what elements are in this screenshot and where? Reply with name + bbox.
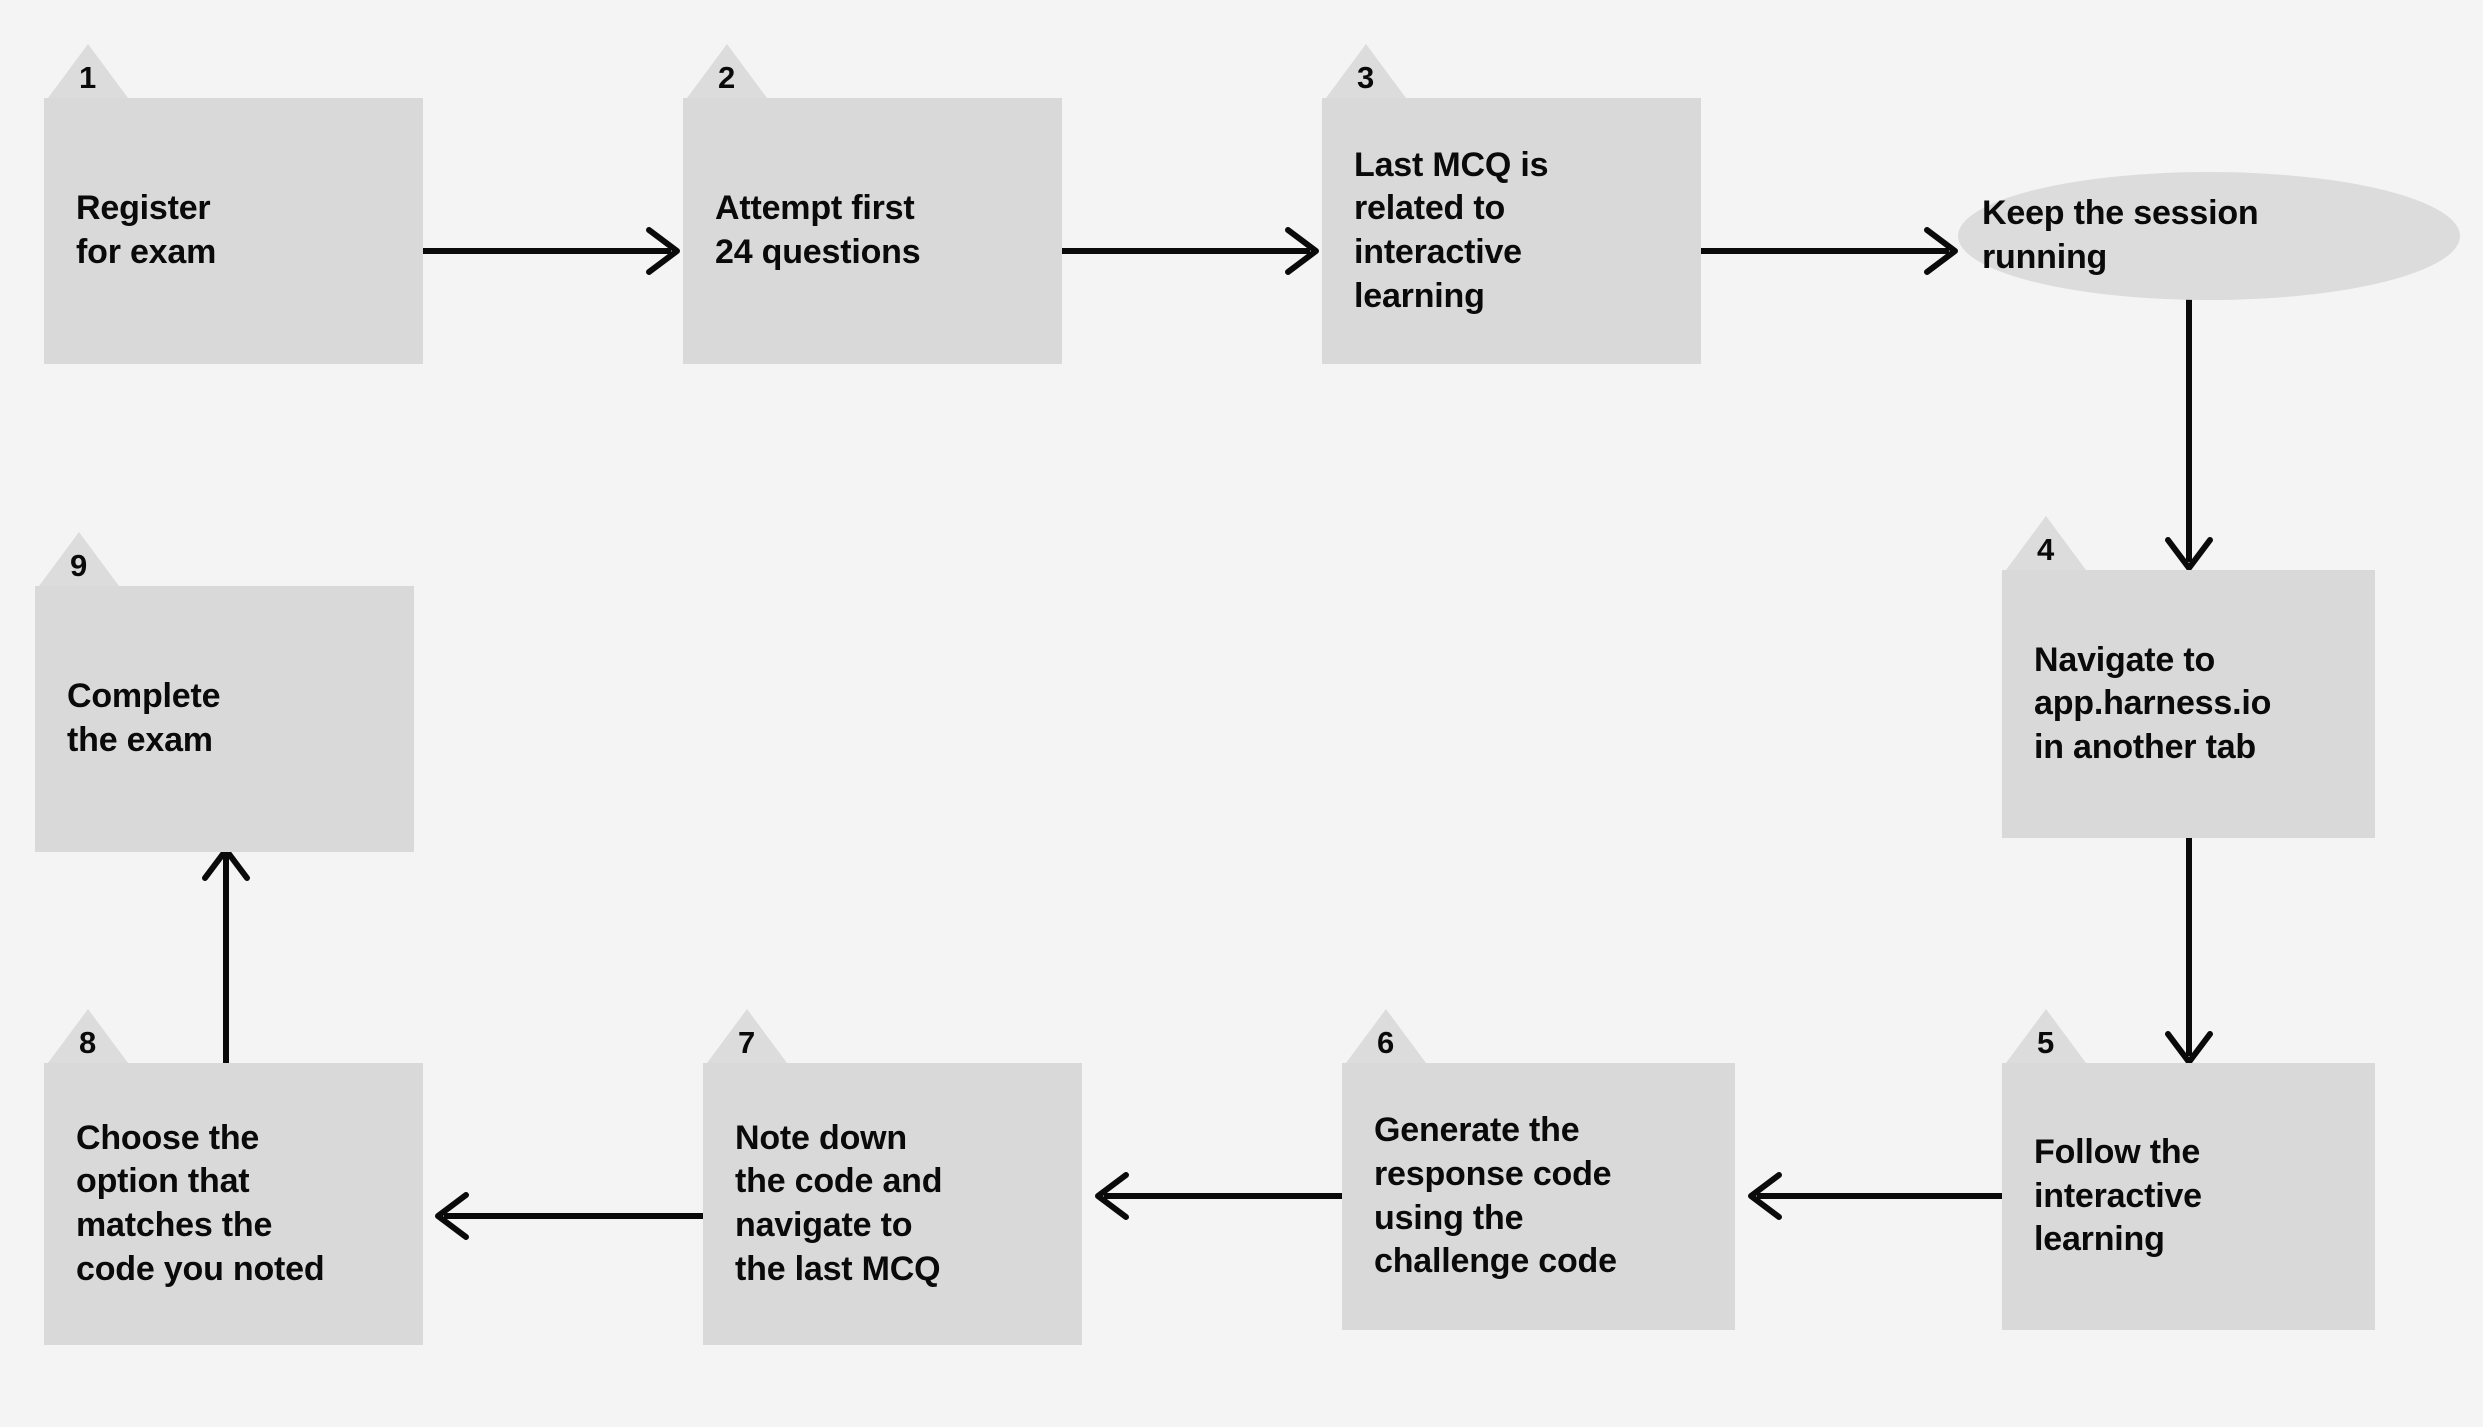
node-label-8: Choose the option that matches the code …: [76, 1118, 325, 1288]
node-navigate-to-app-harness-io[interactable]: Navigate to app.harness.io in another ta…: [2002, 570, 2375, 838]
badge-number-5: 5: [2037, 1025, 2055, 1060]
node-label-session: Keep the session running: [1982, 194, 2259, 276]
badge-triangle-3: [1326, 44, 1406, 98]
node-last-mcq-interactive-learning[interactable]: Last MCQ is related to interactive learn…: [1322, 98, 1701, 364]
badge-triangle-9: [39, 532, 119, 586]
badge-number-2: 2: [718, 60, 736, 95]
edge-n8-to-n9: [202, 847, 250, 1066]
node-label-1: Register for exam: [76, 189, 217, 271]
node-complete-the-exam[interactable]: Complete the exam: [35, 586, 414, 852]
edge-n5-to-n6: [1748, 1172, 2005, 1220]
badge-triangle-5: [2006, 1009, 2086, 1063]
badge-triangle-7: [707, 1009, 787, 1063]
node-label-7: Note down the code and navigate to the l…: [735, 1118, 943, 1288]
badge-triangle-4: [2006, 516, 2086, 570]
edge-n3-to-session: [1701, 227, 1958, 275]
node-choose-matching-option[interactable]: Choose the option that matches the code …: [44, 1063, 423, 1345]
badge-number-9: 9: [70, 548, 88, 583]
badge-number-4: 4: [2037, 532, 2055, 567]
badge-number-6: 6: [1377, 1025, 1395, 1060]
node-generate-response-code[interactable]: Generate the response code using the cha…: [1342, 1063, 1735, 1330]
edge-n7-to-n8: [435, 1192, 706, 1240]
badge-number-7: 7: [738, 1025, 756, 1060]
node-note-down-the-code[interactable]: Note down the code and navigate to the l…: [703, 1063, 1082, 1345]
edge-session-to-n4: [2165, 296, 2213, 571]
node-label-3: Last MCQ is related to interactive learn…: [1354, 145, 1549, 315]
edge-n4-to-n5: [2165, 838, 2213, 1065]
edge-n6-to-n7: [1095, 1172, 1346, 1220]
badge-number-1: 1: [79, 60, 97, 95]
node-label-9: Complete the exam: [67, 677, 221, 759]
node-label-5: Follow the interactive learning: [2034, 1133, 2202, 1259]
edge-n2-to-n3: [1062, 227, 1319, 275]
badge-triangle-1: [48, 44, 128, 98]
node-label-4: Navigate to app.harness.io in another ta…: [2034, 640, 2272, 766]
node-follow-the-interactive-learning[interactable]: Follow the interactive learning: [2002, 1063, 2375, 1330]
badge-triangle-2: [687, 44, 767, 98]
badge-triangle-6: [1346, 1009, 1426, 1063]
badge-number-8: 8: [79, 1025, 97, 1060]
node-register-for-exam[interactable]: Register for exam: [44, 98, 423, 364]
badge-number-3: 3: [1357, 60, 1375, 95]
edge-n1-to-n2: [423, 227, 680, 275]
node-label-6: Generate the response code using the cha…: [1374, 1111, 1617, 1281]
badge-triangle-8: [48, 1009, 128, 1063]
node-attempt-first-24-questions[interactable]: Attempt first 24 questions: [683, 98, 1062, 364]
node-label-2: Attempt first 24 questions: [715, 189, 921, 271]
node-keep-the-session-running[interactable]: Keep the session running: [1958, 172, 2460, 300]
